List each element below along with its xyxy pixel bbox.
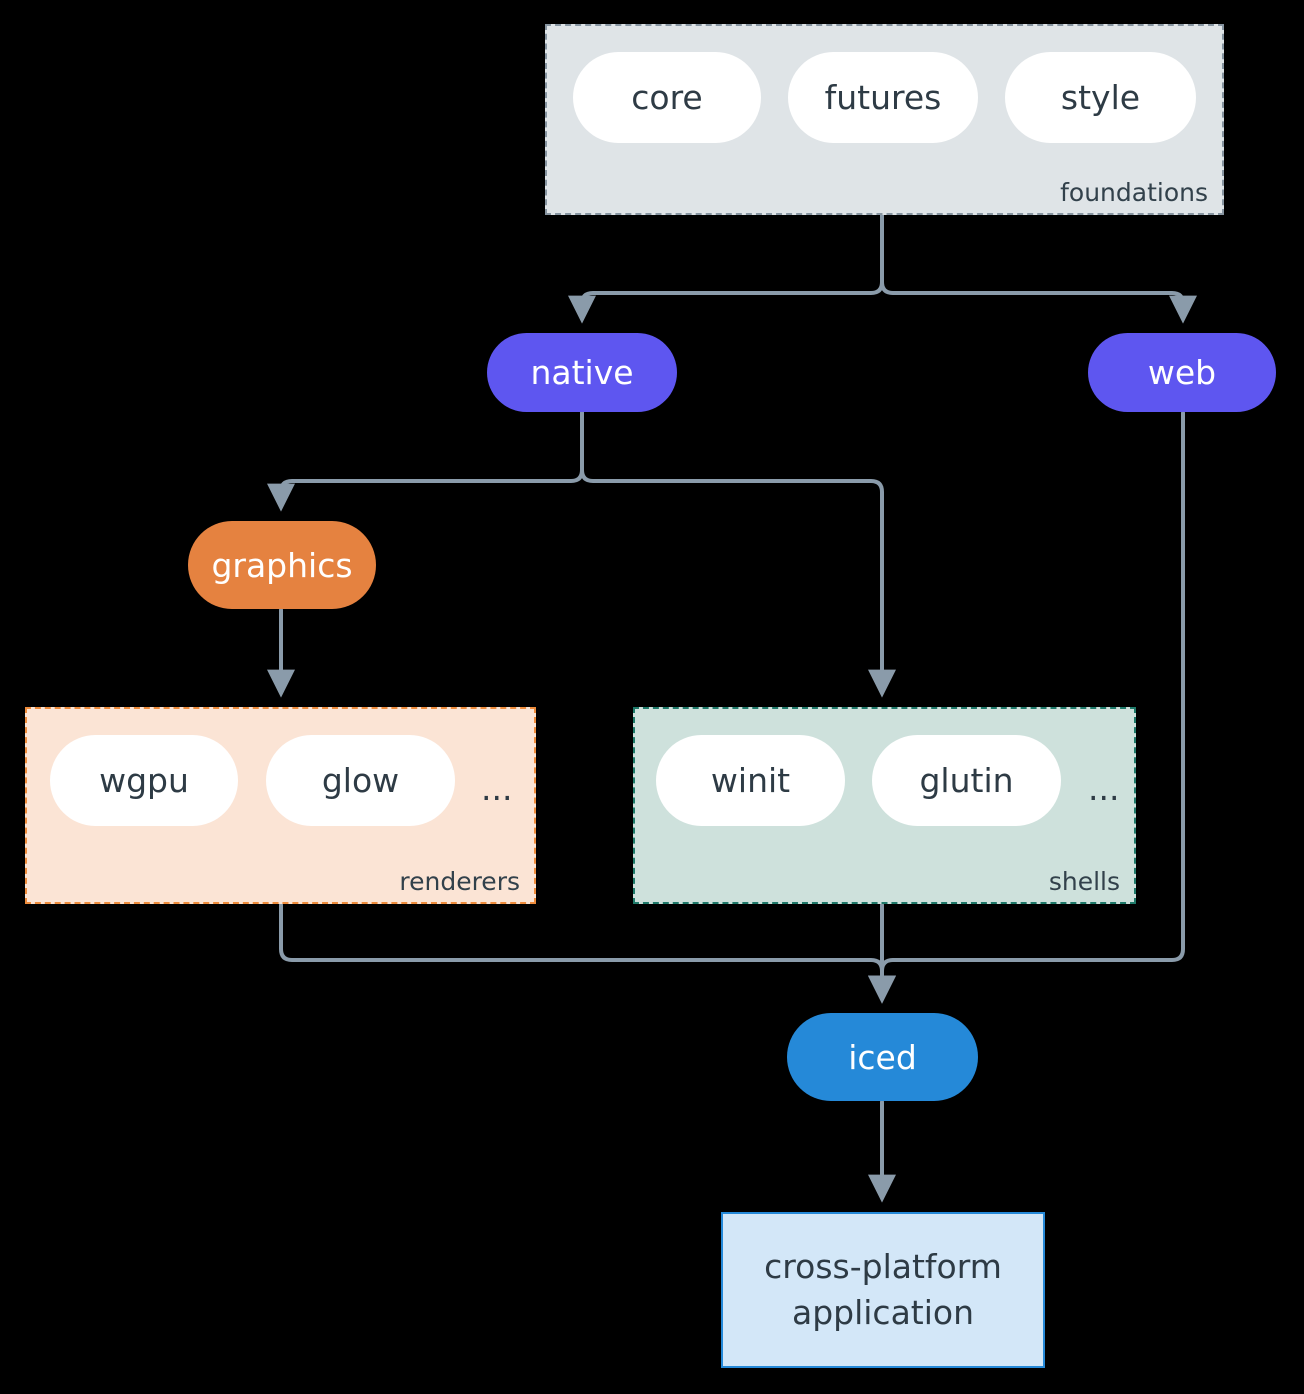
node-graphics[interactable]: graphics xyxy=(188,521,376,609)
node-cross-platform-application[interactable]: cross-platform application xyxy=(721,1212,1045,1368)
shells-ellipsis: ... xyxy=(1088,769,1120,808)
node-glutin[interactable]: glutin xyxy=(872,735,1061,826)
cluster-shells-label: shells xyxy=(1048,867,1120,896)
node-style[interactable]: style xyxy=(1005,52,1196,143)
application-line-2: application xyxy=(791,1293,975,1332)
edge-native-shells xyxy=(580,411,896,698)
edge-native-graphics xyxy=(267,411,584,512)
edge-web-iced xyxy=(868,411,1185,1004)
cluster-renderers-label: renderers xyxy=(399,867,520,896)
cluster-foundations-label: foundations xyxy=(1060,178,1208,207)
node-native[interactable]: native xyxy=(487,333,677,412)
renderers-ellipsis: ... xyxy=(481,769,513,808)
node-iced[interactable]: iced xyxy=(787,1013,978,1101)
application-line-1: cross-platform xyxy=(764,1247,1002,1287)
node-futures[interactable]: futures xyxy=(788,52,978,143)
edge-foundations-native xyxy=(568,213,884,324)
node-core[interactable]: core xyxy=(573,52,761,143)
node-wgpu[interactable]: wgpu xyxy=(50,735,238,826)
node-winit[interactable]: winit xyxy=(656,735,845,826)
node-web[interactable]: web xyxy=(1088,333,1276,412)
edge-renderers-iced xyxy=(279,903,896,1004)
edge-foundations-web xyxy=(880,213,1197,324)
node-glow[interactable]: glow xyxy=(266,735,455,826)
